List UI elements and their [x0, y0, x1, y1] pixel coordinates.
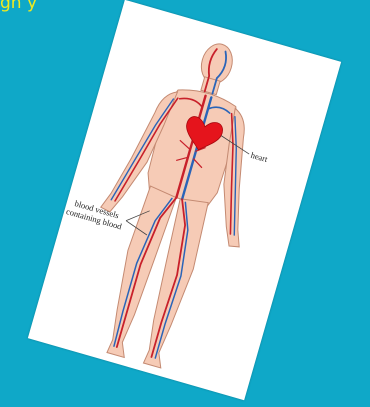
human-body-silhouette: [63, 25, 292, 380]
heart-label: heart: [250, 150, 270, 164]
blood-vessels: [73, 33, 283, 370]
circulatory-diagram-card: heart blood vessels containing blood: [28, 0, 341, 400]
slide-title: gh y: [0, 0, 37, 13]
circulatory-system-illustration: heart blood vessels containing blood: [28, 0, 341, 400]
